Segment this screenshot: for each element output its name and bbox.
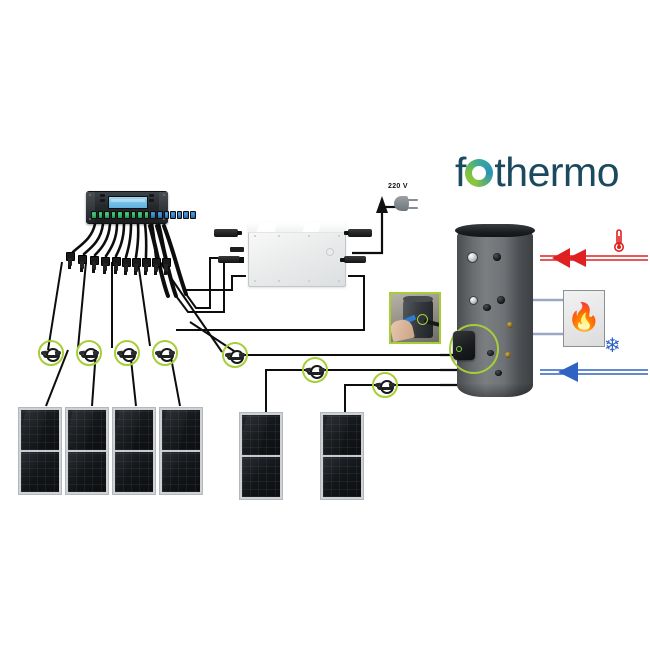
highlight-ring	[152, 340, 178, 366]
mc4-harness-connector	[122, 258, 131, 275]
snowflake-icon: ❄	[604, 336, 621, 356]
mc4-harness-connector	[78, 255, 87, 272]
highlight-ring	[76, 340, 102, 366]
tank-top-cap	[455, 224, 535, 237]
mc4-connector-marker[interactable]	[372, 372, 398, 398]
mc4-harness-connector	[142, 258, 151, 275]
highlight-ring	[38, 340, 64, 366]
mc4-connector-icon	[224, 350, 246, 364]
fothermo-ring-logo-icon	[465, 158, 494, 187]
inverter-top-lid	[248, 222, 346, 233]
controller-mount-right	[159, 192, 168, 223]
tank-sensor-port	[469, 296, 478, 305]
solar-panel[interactable]	[65, 407, 109, 495]
power-plug-icon	[394, 196, 409, 211]
tank-anode-port	[507, 322, 513, 328]
logo-text-prefix: f	[455, 149, 466, 195]
mc4-connector-marker[interactable]	[76, 340, 102, 366]
mc4-connector-marker[interactable]	[38, 340, 64, 366]
highlight-ring	[114, 340, 140, 366]
highlight-ring	[302, 357, 328, 383]
solar-panel[interactable]	[159, 407, 203, 495]
tank-port	[493, 253, 501, 261]
mc4-connector-icon	[40, 348, 62, 362]
solar-panel[interactable]	[112, 407, 156, 495]
pv-charge-controller[interactable]	[86, 191, 196, 224]
solar-panel[interactable]	[320, 412, 364, 500]
tank-inspection-port	[467, 252, 478, 263]
snowflake-glyph: ❄	[604, 335, 621, 357]
tank-anode-port	[505, 352, 511, 358]
mc4-harness-connector	[90, 256, 99, 273]
controller-lcd-display	[108, 196, 148, 209]
grid-tie-microinverter[interactable]	[248, 222, 346, 287]
hot-water-storage-tank[interactable]	[449, 224, 535, 402]
voltage-label: 220 V	[388, 183, 408, 190]
status-led-icon	[456, 346, 462, 352]
inverter-indicator	[326, 248, 334, 256]
mc4-harness-connector	[162, 258, 171, 275]
inverter-ac-connector-right	[344, 229, 372, 237]
fothermo-logo: f thermo	[455, 149, 620, 195]
inverter-dc-connector-left	[214, 229, 242, 237]
mc4-connector-icon	[78, 348, 100, 362]
highlight-ring	[372, 372, 398, 398]
mc4-harness-connector	[152, 258, 161, 275]
mc4-harness-connector	[112, 257, 121, 274]
mc4-connector-icon	[304, 365, 326, 379]
logo-text-suffix: thermo	[494, 149, 620, 195]
highlight-ring	[222, 342, 248, 368]
mc4-connector-marker[interactable]	[152, 340, 178, 366]
mc4-inverter-in-left	[218, 256, 244, 263]
pv-heating-element[interactable]	[453, 331, 475, 360]
mc4-connector-marker[interactable]	[222, 342, 248, 368]
mc4-connector-icon	[116, 348, 138, 362]
flame-icon: 🔥	[567, 302, 601, 332]
mc4-connector-icon	[154, 348, 176, 362]
auxiliary-boiler[interactable]: 🔥	[563, 290, 605, 347]
controller-mount-left	[86, 192, 95, 223]
inverter-dc-port-left	[230, 247, 244, 252]
tank-port	[497, 296, 505, 304]
mc4-harness-connector	[101, 257, 110, 274]
thermometer-icon	[614, 229, 624, 252]
mains-power-plug: 220 V	[386, 183, 432, 223]
mc4-inverter-in-right	[340, 256, 366, 263]
tank-port	[495, 370, 502, 376]
mc4-connector-icon	[374, 380, 396, 394]
tank-port	[483, 304, 491, 311]
solar-panel[interactable]	[18, 407, 62, 495]
heating-element-installation-photo	[389, 292, 441, 344]
mc4-connector-marker[interactable]	[302, 357, 328, 383]
mc4-harness-connector	[66, 252, 75, 269]
mc4-connector-marker[interactable]	[114, 340, 140, 366]
mc4-harness-connector	[132, 258, 141, 275]
controller-terminal-block[interactable]	[91, 211, 196, 219]
highlight-ring	[449, 324, 499, 374]
solar-panel[interactable]	[239, 412, 283, 500]
